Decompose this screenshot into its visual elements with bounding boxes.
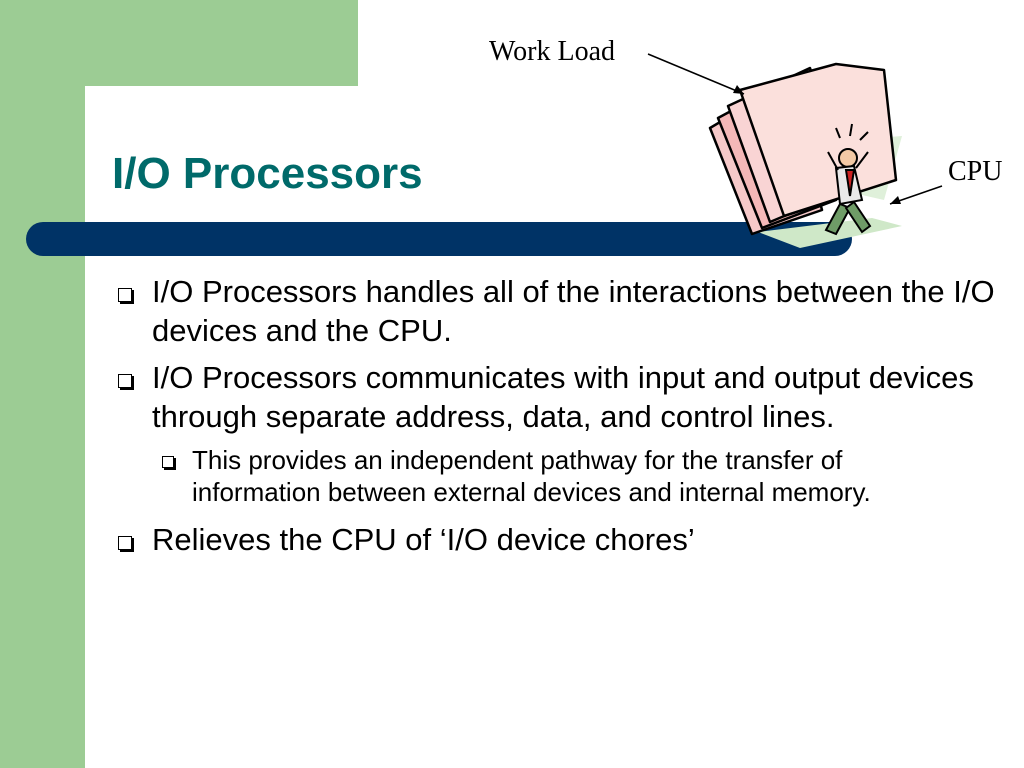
top-green-band bbox=[0, 0, 358, 86]
title-underline-bar bbox=[26, 222, 852, 256]
cpu-arrowhead bbox=[890, 196, 901, 204]
work-load-label: Work Load bbox=[489, 36, 616, 67]
left-green-band bbox=[0, 0, 85, 768]
workload-clipart bbox=[647, 53, 943, 248]
bullet-item: I/O Processors communicates with input a… bbox=[112, 358, 1002, 436]
cpu-person bbox=[824, 148, 872, 236]
work-load-leader-line bbox=[647, 53, 745, 95]
bullet-text: I/O Processors handles all of the intera… bbox=[152, 274, 995, 348]
checkbox-bullet-icon bbox=[118, 374, 132, 388]
sub-bullet-item: This provides an independent pathway for… bbox=[158, 444, 952, 508]
bullet-item: I/O Processors handles all of the intera… bbox=[112, 272, 1002, 350]
checkbox-bullet-icon bbox=[162, 456, 174, 468]
bullet-item: Relieves the CPU of ‘I/O device chores’ bbox=[112, 520, 1002, 559]
bullet-list: I/O Processors handles all of the intera… bbox=[112, 272, 1002, 567]
bullet-text: Relieves the CPU of ‘I/O device chores’ bbox=[152, 522, 695, 557]
checkbox-bullet-icon bbox=[118, 536, 132, 550]
sub-bullet-text: This provides an independent pathway for… bbox=[192, 445, 871, 507]
checkbox-bullet-icon bbox=[118, 288, 132, 302]
slide-title: I/O Processors bbox=[112, 149, 423, 198]
content-card bbox=[85, 86, 1024, 768]
bullet-text: I/O Processors communicates with input a… bbox=[152, 360, 974, 434]
work-load-arrowhead bbox=[733, 85, 744, 94]
cpu-label: CPU bbox=[948, 156, 1003, 187]
strain-marks bbox=[835, 123, 869, 141]
